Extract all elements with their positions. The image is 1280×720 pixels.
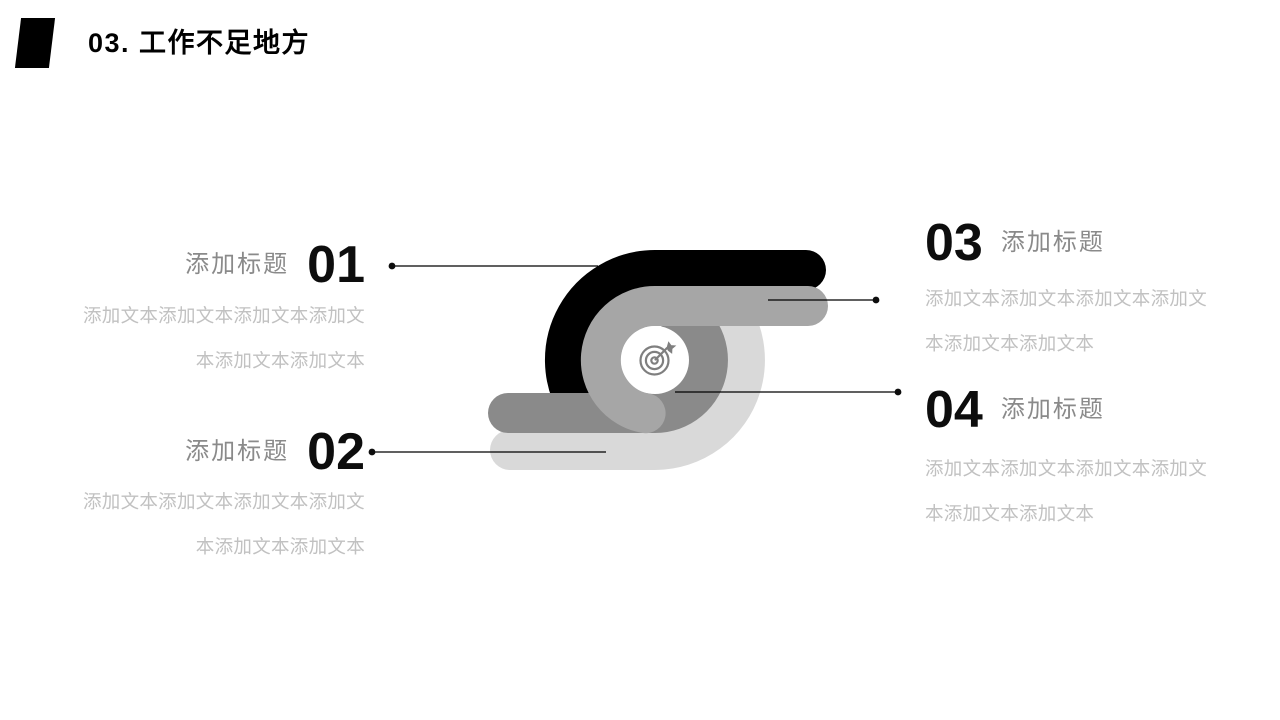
section-04-header: 04 添加标题 [925,384,1105,436]
section-01-body-line1: 添加文本添加文本添加文本添加文 [82,305,365,326]
section-03-number: 03 [925,214,983,272]
section-04-body-line2: 本添加文本添加文本 [925,503,1095,524]
section-02-body: 添加文本添加文本添加文本添加文 本添加文本添加文本 [25,479,365,569]
section-01-label: 添加标题 [185,251,290,278]
slide-title: 03. 工作不足地方 [88,28,311,58]
spiral-arm-black [545,250,826,427]
connector-dot-02 [368,448,376,456]
section-04-number: 04 [925,381,983,439]
section-03-header: 03 添加标题 [925,217,1105,269]
section-04-body: 添加文本添加文本添加文本添加文 本添加文本添加文本 [925,446,1265,536]
target-dart-icon [639,341,677,376]
section-01-body-line2: 本添加文本添加文本 [195,350,365,371]
section-02-label: 添加标题 [185,438,290,465]
section-01-number: 01 [307,236,365,294]
section-03-body-line1: 添加文本添加文本添加文本添加文 [925,288,1208,309]
section-03-label: 添加标题 [1000,229,1105,256]
spiral-arm-gray [580,285,828,434]
title-parallelogram-decoration [14,18,56,68]
spiral-diagram [368,250,902,470]
section-02-number: 02 [307,423,365,481]
section-01-body: 添加文本添加文本添加文本添加文 本添加文本添加文本 [25,293,365,383]
section-04-body-line1: 添加文本添加文本添加文本添加文 [925,458,1208,479]
section-02-body-line1: 添加文本添加文本添加文本添加文 [82,491,365,512]
connector-dot-01 [388,262,396,270]
section-02-body-line2: 本添加文本添加文本 [195,536,365,557]
section-01-header: 添加标题 01 [185,239,365,291]
section-04-label: 添加标题 [1000,396,1105,423]
section-03-body: 添加文本添加文本添加文本添加文 本添加文本添加文本 [925,276,1265,366]
connector-dot-04 [894,388,902,396]
section-03-body-line2: 本添加文本添加文本 [925,333,1095,354]
connector-dot-03 [872,296,880,304]
section-02-header: 添加标题 02 [185,426,365,478]
